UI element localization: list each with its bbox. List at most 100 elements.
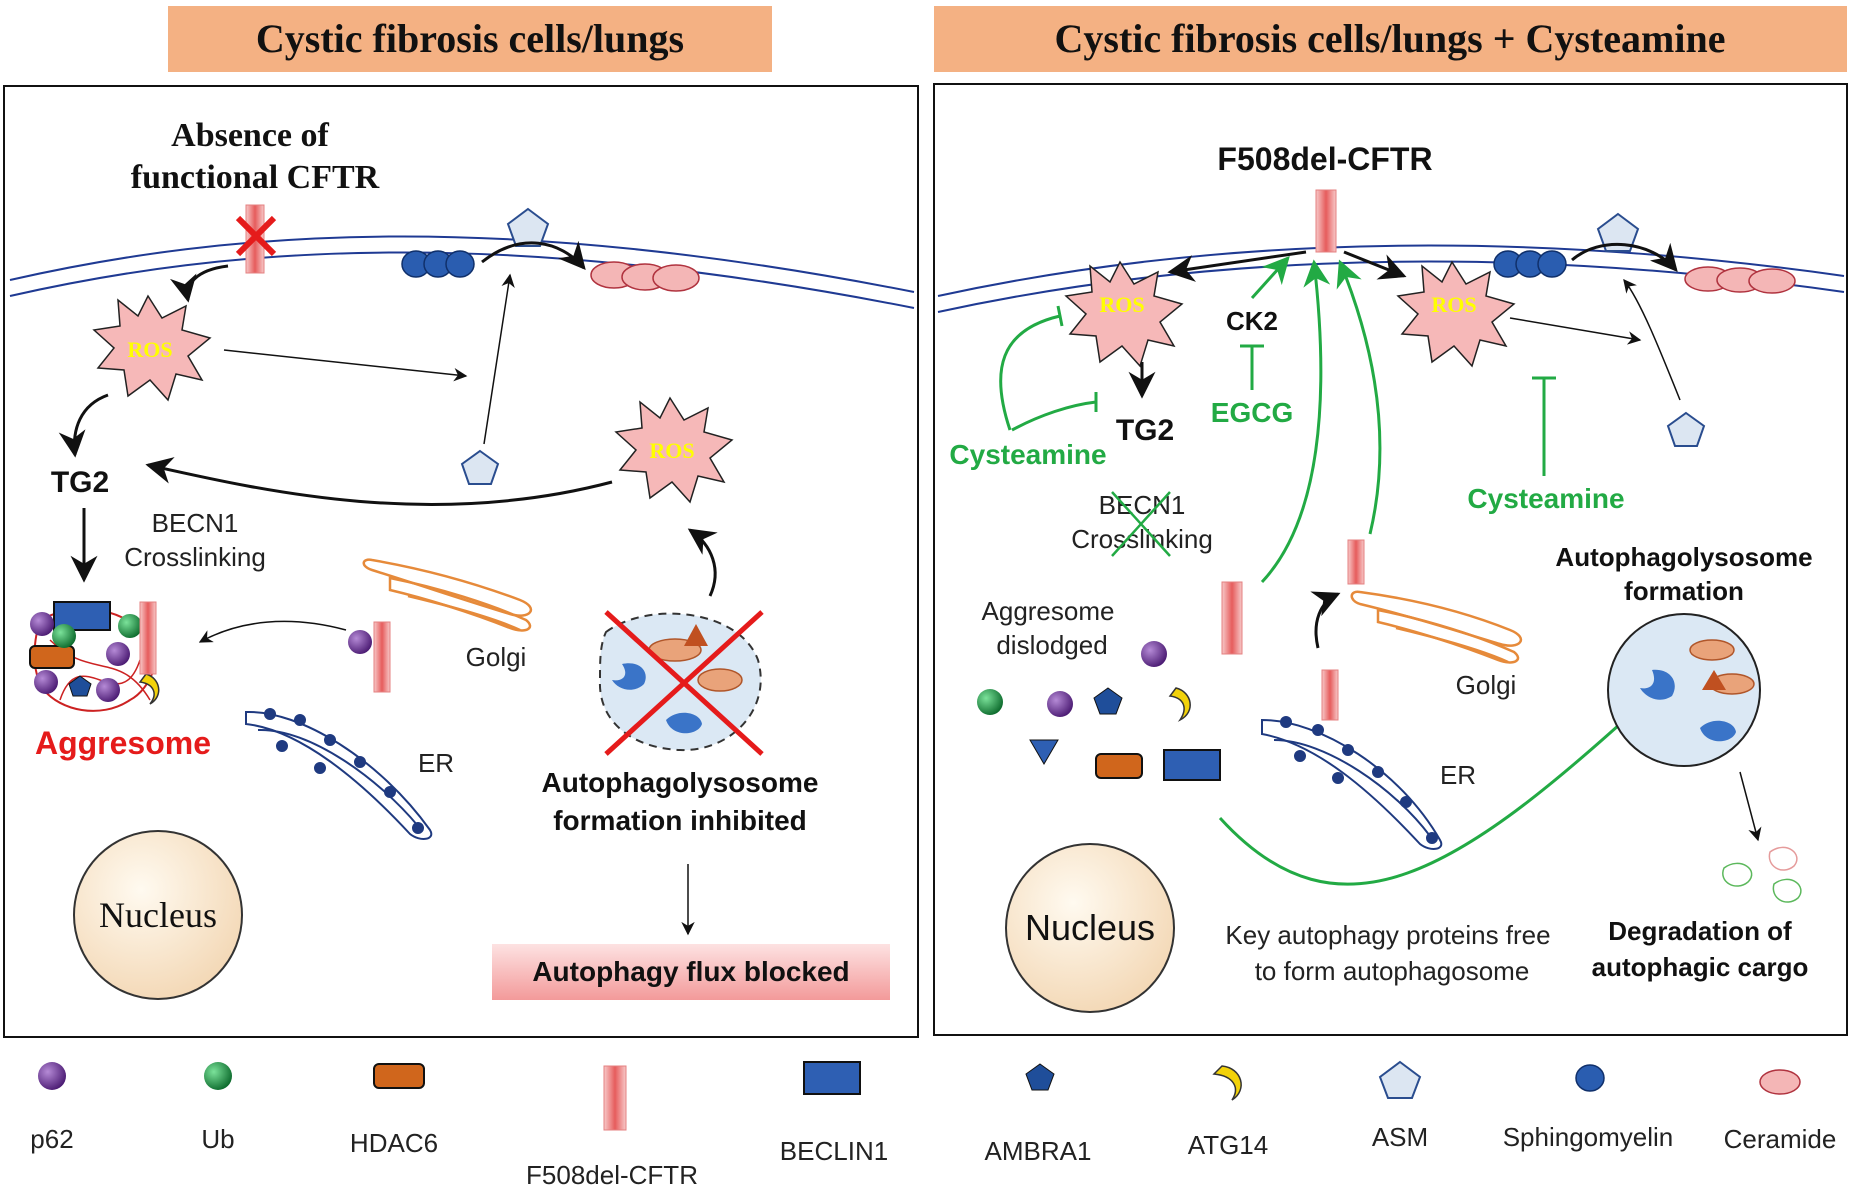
left-ros-label-2: ROS [649, 438, 694, 463]
right-ck2: CK2 [1226, 306, 1278, 336]
right-cftr-channel [1315, 189, 1337, 253]
flux-blocked-label: Autophagy flux blocked [532, 956, 849, 987]
right-dislodged-line1: Aggresome [982, 596, 1115, 626]
legend-label-p62: p62 [30, 1124, 73, 1154]
absence-label-line2: functional CFTR [131, 159, 380, 196]
right-asm-cytosol [1666, 411, 1706, 447]
legend-label-beclin1: BECLIN1 [780, 1136, 888, 1166]
left-golgi-icon [362, 558, 533, 632]
right-arrow-sm-to-ceramide [1571, 242, 1678, 273]
right-arrow-asm-up [1623, 278, 1681, 401]
left-asm-cytosol [460, 449, 500, 485]
right-egcg-inhibit-ck2 [1240, 344, 1264, 390]
left-ros-star-1 [92, 294, 212, 402]
right-arrow-ros-to-asm [1509, 317, 1642, 345]
left-nucleus-label: Nucleus [99, 895, 217, 935]
legend-label-sphingomyelin: Sphingomyelin [1503, 1122, 1674, 1152]
right-cftr-cytosol-3 [1321, 669, 1339, 721]
right-formation-line2: formation [1624, 576, 1744, 606]
left-p62-sphere [348, 630, 372, 654]
legend-label-ub: Ub [201, 1124, 234, 1154]
blue-pentagon-icon [1025, 1063, 1055, 1091]
right-green-arrow-to-autophagolysosome [1218, 704, 1642, 886]
right-key-line2: to form autophagosome [1255, 956, 1530, 986]
left-vesicle-contents [612, 624, 743, 734]
right-golgi-icon [1350, 590, 1523, 664]
blue-oval-icon [1575, 1064, 1605, 1092]
aggresome-label: Aggresome [35, 725, 211, 761]
legend-label-cftr: F508del-CFTR [526, 1160, 698, 1186]
left-arrow-cftr-to-ros [170, 264, 229, 303]
legend: p62 Ub HDAC6 F508del-CFTR BECLIN1 AMBRA1… [30, 1060, 1836, 1186]
left-asm-membrane [506, 207, 550, 247]
right-title-box [934, 6, 1847, 72]
inhibited-line1: Autophagolysosome [542, 767, 819, 798]
right-ros-label-1: ROS [1099, 292, 1144, 317]
right-egcg: EGCG [1211, 397, 1293, 428]
left-membrane-inner [9, 251, 915, 309]
right-ceramide-group [1684, 266, 1796, 294]
right-cysteamine-inhibit-tg2 [1011, 392, 1098, 432]
right-arrow-cftr-to-ros-right [1343, 250, 1407, 280]
green-sphere-icon [204, 1062, 232, 1090]
left-arrow-vesicle-to-ros [687, 528, 718, 597]
right-formation-line1: Autophagolysosome [1555, 542, 1812, 572]
legend-label-ambra1: AMBRA1 [985, 1136, 1092, 1166]
left-title: Cystic fibrosis cells/lungs [256, 16, 684, 61]
right-ros-star-2 [1396, 260, 1516, 368]
left-sphingomyelin-group [401, 250, 475, 278]
left-panel: Cystic fibrosis cells/lungs Absence of f… [3, 6, 919, 1038]
absence-label-line1: Absence of [171, 117, 329, 154]
right-sphingomyelin-group [1493, 250, 1567, 278]
left-er-icon [245, 708, 433, 840]
legend-label-asm: ASM [1372, 1122, 1428, 1152]
inhibited-line2: formation inhibited [553, 805, 807, 836]
right-cysteamine-inhibit-ros-right [1532, 376, 1556, 476]
left-arrow-ros-to-right [223, 349, 468, 382]
purple-sphere-icon [38, 1062, 66, 1090]
blue-rect-icon [803, 1061, 861, 1095]
left-arrow-asm-up [483, 273, 515, 445]
left-ceramide-group [590, 261, 700, 292]
right-key-line1: Key autophagy proteins free [1225, 920, 1550, 950]
pink-oval-icon [1759, 1069, 1801, 1095]
right-panel: Cystic fibrosis cells/lungs + Cysteamine… [933, 6, 1848, 1036]
left-cftr-red-x [235, 215, 277, 257]
left-blocked-red-x [604, 610, 764, 756]
pale-pentagon-icon [1378, 1060, 1422, 1099]
right-arrow-to-degradation [1739, 771, 1762, 842]
right-dislodged-line2: dislodged [996, 630, 1107, 660]
right-cysteamine-right: Cysteamine [1467, 483, 1624, 514]
left-ros-star-2 [614, 396, 734, 504]
right-arrow-cftr-to-ros-left [1167, 250, 1307, 282]
right-becn1-green-x [1111, 491, 1171, 557]
flux-blocked-box [492, 944, 890, 1000]
orange-rounded-rect-icon [373, 1063, 425, 1089]
right-er-label: ER [1440, 760, 1476, 790]
left-er-label: ER [418, 748, 454, 778]
right-cftr-cytosol-2 [1347, 539, 1365, 585]
legend-label-atg14: ATG14 [1188, 1130, 1268, 1160]
left-golgi-label: Golgi [466, 642, 527, 672]
left-nucleus-circle [73, 830, 243, 1000]
right-golgi-label: Golgi [1456, 670, 1517, 700]
right-nucleus-circle [1005, 843, 1175, 1013]
right-green-arrow-ck2-to-cftr [1250, 255, 1290, 300]
right-asm-membrane [1596, 212, 1640, 252]
right-cysteamine-left: Cysteamine [949, 439, 1106, 470]
left-arrow-cftr-to-aggresome [198, 620, 347, 643]
right-tg2: TG2 [1116, 414, 1174, 447]
right-cysteamine-inhibit-ros [999, 305, 1064, 431]
right-green-arrow-2 [1336, 259, 1382, 535]
right-degraded-cargo [1722, 846, 1802, 903]
cftr-channel-icon [603, 1065, 627, 1131]
right-becn1-line2: Crosslinking [1071, 524, 1213, 554]
right-arrow-golgi-to-cftr [1310, 591, 1341, 649]
left-tg2: TG2 [51, 466, 109, 499]
left-becn1-line2: Crosslinking [124, 542, 266, 572]
right-title: Cystic fibrosis cells/lungs + Cysteamine [1055, 16, 1726, 61]
left-ros-label-1: ROS [127, 337, 172, 362]
right-nucleus-label: Nucleus [1025, 907, 1155, 948]
right-cftr-cytosol-1 [1221, 581, 1243, 655]
right-green-arrow-1 [1260, 259, 1331, 584]
